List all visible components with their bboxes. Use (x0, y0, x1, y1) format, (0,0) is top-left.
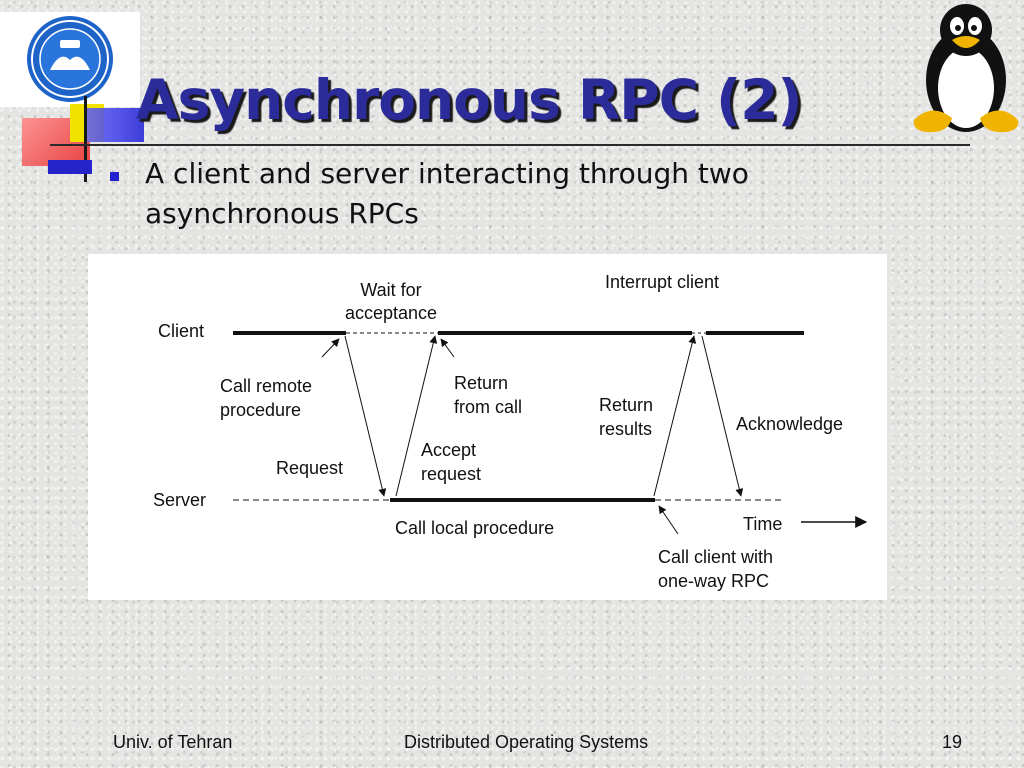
call-remote-pointer (321, 338, 340, 358)
footer-page-number: 19 (942, 732, 963, 752)
request-arrow (344, 335, 387, 497)
accept-label-1: Accept (421, 440, 476, 460)
logo-box (0, 12, 140, 107)
footer-course: Distributed Operating Systems (404, 732, 649, 752)
call-client-label-2: one-way RPC (658, 571, 769, 591)
client-label: Client (158, 321, 204, 341)
rpc-diagram: Client Server Wait for acceptance Interr… (88, 254, 887, 600)
accept-label-2: request (421, 464, 481, 484)
interrupt-client-label: Interrupt client (605, 272, 719, 292)
return-call-label-2: from call (454, 397, 522, 417)
accept-arrow (395, 335, 438, 497)
call-client-label-1: Call client with (658, 547, 773, 567)
decor-blue-square (84, 108, 144, 142)
rpc-diagram-svg: Client Server Wait for acceptance Interr… (153, 272, 868, 591)
call-local-label: Call local procedure (395, 518, 554, 538)
title-underline (50, 144, 970, 146)
acknowledge-label: Acknowledge (736, 414, 843, 434)
acknowledge-arrow (701, 335, 744, 497)
footer-university: Univ. of Tehran (113, 732, 233, 752)
return-results-label-1: Return (599, 395, 653, 415)
wait-for-label: Wait for (360, 280, 421, 300)
server-label: Server (153, 490, 206, 510)
call-remote-label-2: procedure (220, 400, 301, 420)
university-logo-icon (27, 16, 113, 102)
return-from-call-pointer (440, 338, 455, 358)
time-label: Time (743, 514, 782, 534)
bullet-text: A client and server interacting through … (145, 157, 749, 230)
return-results-arrow (653, 335, 697, 497)
tux-penguin-icon (913, 4, 1019, 133)
request-label: Request (276, 458, 343, 478)
call-client-pointer (658, 505, 679, 535)
decor-vertical-line (84, 96, 87, 182)
decor-blue-bar (48, 160, 92, 174)
acceptance-label: acceptance (345, 303, 437, 323)
return-call-label-1: Return (454, 373, 508, 393)
bullet-marker (110, 172, 119, 181)
return-results-label-2: results (599, 419, 652, 439)
call-remote-label-1: Call remote (220, 376, 312, 396)
page-title: Asynchronous RPC (2) (136, 68, 803, 132)
